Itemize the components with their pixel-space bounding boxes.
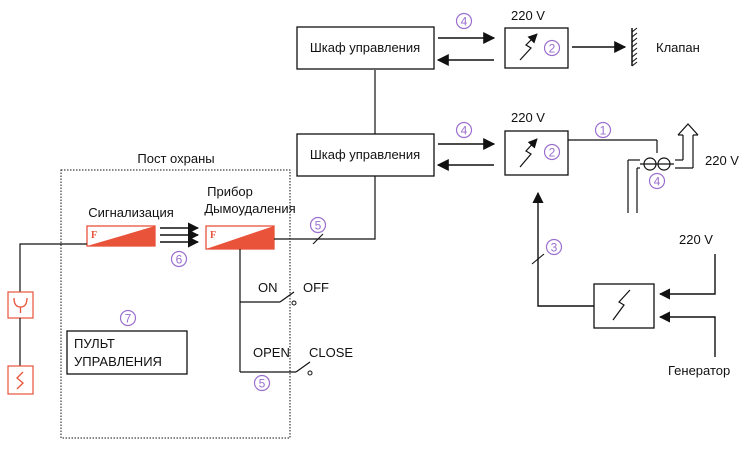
guard-post-box [60,169,291,439]
marker-4-top-text: 4 [461,15,468,29]
signal-arrows [160,222,200,248]
switch-open-label: OPEN [253,345,290,360]
guard-post-label: Пост охраны [137,151,214,166]
cable-tick-3 [531,253,545,265]
control-panel-label-2: УПРАВЛЕНИЯ [74,354,162,369]
fan-motor [640,157,674,171]
generator-feed-line [658,311,716,357]
cabinet-mid-box[interactable] [296,133,435,177]
on-off-switch[interactable] [279,291,295,303]
voltage-mid: 220 V [511,110,545,125]
marker-2-mid [543,143,561,161]
smoke-device-label-2: Дымоудаления [204,201,295,216]
marker-4-top [455,12,473,30]
control-panel-label-1: ПУЛЬТ [74,336,115,351]
heat-sensor-icon [16,371,24,390]
open-close-switch[interactable] [295,361,311,373]
generator-label: Генератор [668,363,730,378]
cabinet-mid-label: Шкаф управления [310,147,420,162]
marker-1-text: 1 [600,124,607,138]
marker-2-top-text: 2 [549,42,556,56]
marker-2-top [543,39,561,57]
marker-6 [170,250,188,268]
open-close-contact [307,370,313,376]
generator-to-actuator-line [532,191,594,307]
alarm-device[interactable]: F [86,225,156,247]
marker-4-mid [455,121,473,139]
sensor-antenna-box[interactable] [7,291,34,319]
fan-duct [627,123,699,213]
alarm-fire-badge: F [91,230,97,241]
voltage-right: 220 V [705,153,739,168]
voltage-top: 220 V [511,8,545,23]
switch-on-label: ON [258,280,278,295]
marker-5-line [309,216,327,234]
alarm-to-sensor-line [19,243,87,292]
marker-3-text: 3 [551,241,558,255]
marker-1 [594,121,612,139]
cable-tick-5 [312,233,324,245]
marker-4-right [648,172,666,190]
switch-off-label: OFF [303,280,329,295]
marker-7 [119,309,137,327]
antenna-icon [13,297,28,313]
marker-5-bottom-text: 5 [259,377,266,391]
generator-zigzag [612,289,631,321]
smoke-removal-device[interactable]: F [205,225,275,250]
valve-hatch [631,27,638,67]
marker-5-bottom [253,374,271,392]
valve-label: Клапан [656,40,700,55]
marker-4-right-text: 4 [654,175,661,189]
switch-close-label: CLOSE [309,345,353,360]
actuator-mid-zigzag [519,138,538,168]
cabinet-top-box[interactable] [296,26,435,70]
smoke-device-label-1: Прибор [207,184,253,199]
alarm-label: Сигнализация [88,205,174,220]
control-panel-box[interactable] [66,330,188,375]
device-to-cabinet-line [274,176,376,240]
marker-4-mid-text: 4 [461,124,468,138]
actuator-mid-box[interactable] [504,130,569,176]
device-fire-badge: F [210,230,216,241]
marker-7-text: 7 [125,312,132,326]
voltage-gen: 220 V [679,232,713,247]
on-off-contact [291,300,297,306]
marker-5-line-text: 5 [315,219,322,233]
marker-6-text: 6 [176,253,183,267]
sensor-heat-box[interactable] [7,365,34,395]
actuator-top-zigzag [519,33,538,61]
marker-3 [545,238,563,256]
cabinet-top-label: Шкаф управления [310,40,420,55]
mains-to-generator-line [658,254,716,300]
marker-2-mid-text: 2 [549,146,556,160]
